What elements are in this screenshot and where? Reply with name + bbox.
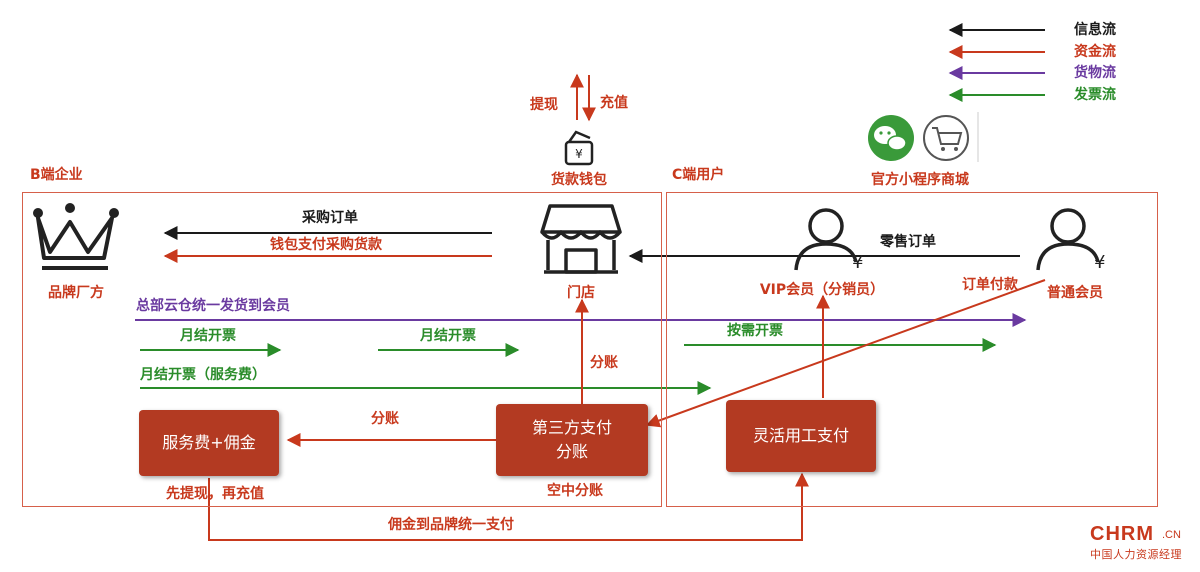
legend-info-label: 信息流 — [1074, 22, 1116, 38]
member-user-icon: ¥ — [1036, 208, 1105, 273]
b-side-region — [22, 192, 662, 507]
legend-goods-label: 货物流 — [1074, 65, 1116, 81]
store-label: 门店 — [567, 285, 595, 301]
svg-text:¥: ¥ — [1094, 252, 1105, 273]
c-side-region — [666, 192, 1158, 507]
third-party-pay-label: 第三方支付 分账 — [531, 418, 612, 461]
legend-invoice-label: 发票流 — [1074, 87, 1116, 103]
legend-money-label: 资金流 — [1074, 44, 1116, 60]
chrm-tagline: 中国人力资源经理 — [1090, 548, 1182, 561]
chrm-suffix: .CN — [1162, 529, 1181, 541]
air-split-label: 空中分账 — [547, 483, 603, 499]
wallet-label: 货款钱包 — [551, 172, 607, 188]
brand-label: 品牌厂方 — [48, 285, 104, 301]
third-party-pay-box: 第三方支付 分账 — [496, 404, 648, 476]
chrm-watermark: CHRM .CN 中国人力资源经理 — [1090, 523, 1194, 563]
wechat-icon — [868, 115, 914, 161]
withdraw-then-recharge-label: 先提现，再充值 — [166, 486, 264, 502]
service-fee-box: 服务费+佣金 — [139, 410, 279, 476]
commission-path — [208, 472, 809, 541]
flex-pay-label: 灵活用工支付 — [752, 426, 849, 445]
service-fee-label: 服务费+佣金 — [162, 433, 256, 452]
store-icon — [540, 204, 622, 274]
wallet-pay-label: 钱包支付采购货款 — [270, 237, 382, 253]
purchase-order-label: 采购订单 — [302, 210, 358, 226]
withdraw-label: 提现 — [530, 97, 558, 113]
order-payment-arrow — [645, 279, 1046, 428]
monthly-invoice-label-2: 月结开票 — [420, 328, 476, 344]
order-payment-label: 订单付款 — [962, 277, 1018, 293]
chrm-logo: CHRM — [1090, 523, 1154, 545]
monthly-invoice-label-1: 月结开票 — [180, 328, 236, 344]
split-up-label: 分账 — [590, 355, 618, 371]
svg-text:¥: ¥ — [852, 252, 863, 273]
on-demand-invoice-label: 按需开票 — [727, 323, 783, 339]
commission-unified-label: 佣金到品牌统一支付 — [388, 517, 514, 533]
split-left-label: 分账 — [371, 411, 399, 427]
hq-ship-label: 总部云仓统一发货到会员 — [136, 298, 290, 314]
svg-text:¥: ¥ — [575, 147, 583, 161]
cart-icon — [923, 112, 979, 162]
member-label: 普通会员 — [1047, 285, 1103, 301]
b-side-label: B端企业 — [30, 167, 83, 183]
retail-order-label: 零售订单 — [880, 234, 936, 250]
c-side-label: C端用户 — [672, 167, 725, 183]
vip-label: VIP会员（分销员） — [759, 282, 885, 298]
monthly-service-invoice-label: 月结开票（服务费） — [140, 367, 266, 383]
wallet-icon: ¥ — [564, 130, 594, 166]
recharge-label: 充值 — [600, 95, 628, 111]
vip-user-icon: ¥ — [794, 208, 863, 273]
flex-pay-box: 灵活用工支付 — [726, 400, 876, 472]
mini-program-label: 官方小程序商城 — [871, 172, 969, 188]
crown-icon — [33, 203, 119, 270]
